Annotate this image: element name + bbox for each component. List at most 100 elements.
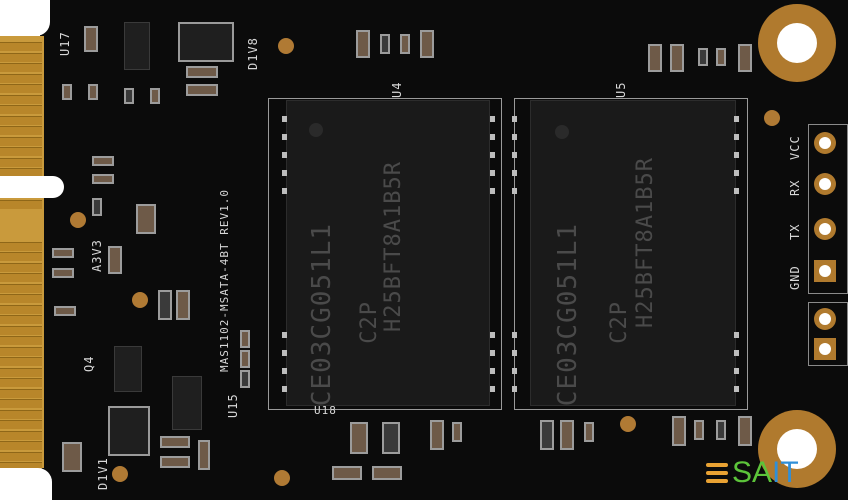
mounting-hole-bottom [758, 410, 836, 488]
smd-component [62, 84, 72, 100]
smd-component [92, 156, 114, 166]
smd-component [240, 350, 250, 368]
smd-component [452, 422, 462, 442]
label-u18: U18 [314, 404, 337, 417]
via [764, 110, 780, 126]
label-u4: U4 [390, 81, 404, 98]
connector-finger [0, 441, 42, 450]
label-d1v1: D1V1 [96, 457, 110, 490]
connector-finger [0, 451, 42, 461]
smd-component [356, 30, 370, 58]
label-rx: RX [788, 179, 802, 196]
smd-component [380, 34, 390, 54]
smd-component [198, 440, 210, 470]
connector-finger [0, 315, 42, 324]
pad-tx [814, 218, 836, 240]
chip-pin [734, 350, 739, 356]
chip-pin [512, 368, 517, 374]
nand-chip-u5: H25BFT8A1B5R C2P CE03CG051L1 [530, 100, 736, 406]
chip-pin [282, 152, 287, 158]
connector-finger [0, 409, 42, 419]
ic-q4-transistor [114, 346, 142, 392]
smd-component [52, 248, 74, 258]
chip-pin [490, 152, 495, 158]
chip-pin [490, 350, 495, 356]
smd-component [648, 44, 662, 72]
smd-component [124, 88, 134, 104]
connector-finger [0, 262, 42, 272]
connector-finger [0, 168, 42, 177]
connector-finger [0, 430, 42, 440]
pin1-marker [555, 125, 569, 139]
label-q4: Q4 [82, 355, 96, 372]
via [620, 416, 636, 432]
connector-finger [0, 388, 42, 398]
chip-pin [512, 116, 517, 122]
label-u15: U15 [226, 393, 240, 418]
smd-component [716, 420, 726, 440]
smd-component [332, 466, 362, 480]
smd-component [240, 330, 250, 348]
chip-pin [734, 386, 739, 392]
chip-pin [734, 170, 739, 176]
smd-component [698, 48, 708, 66]
chip-pin [282, 368, 287, 374]
chip-pin [282, 188, 287, 194]
chip-pin [512, 170, 517, 176]
chip-pin [734, 152, 739, 158]
connector-finger [0, 42, 42, 51]
chip-pin [282, 134, 287, 140]
chip-pin [490, 188, 495, 194]
smd-component [420, 30, 434, 58]
pad-gnd [814, 260, 836, 282]
chip-pin [512, 152, 517, 158]
connector-finger [0, 136, 42, 146]
via [274, 470, 290, 486]
chip-pin [282, 386, 287, 392]
connector-finger [0, 378, 42, 387]
smd-component [108, 246, 122, 274]
board-notch-bottom [0, 468, 52, 500]
smd-component [52, 268, 74, 278]
chip-code: C2P [357, 301, 382, 344]
chip-pin [512, 386, 517, 392]
smd-component [738, 44, 752, 72]
chip-pin [282, 332, 287, 338]
chip-pin [734, 188, 739, 194]
connector-finger [0, 346, 42, 356]
ic-u17-regulator [124, 22, 150, 70]
via [70, 212, 86, 228]
smd-component [186, 84, 218, 96]
board-notch-top [0, 0, 50, 36]
connector-finger [0, 94, 42, 104]
connector-finger [0, 252, 42, 261]
label-tx: TX [788, 223, 802, 240]
label-u17: U17 [58, 31, 72, 56]
chip-pin [490, 332, 495, 338]
smd-component [186, 66, 218, 78]
label-u5: U5 [614, 81, 628, 98]
chip-pin [734, 368, 739, 374]
chip-pin [490, 386, 495, 392]
smd-component [400, 34, 410, 54]
smd-component [160, 436, 190, 448]
smd-component [240, 370, 250, 388]
label-d1v8: D1V8 [246, 37, 260, 70]
ic-u15-regulator [172, 376, 202, 430]
connector-finger [0, 325, 42, 335]
inductor-bottom [108, 406, 150, 456]
smd-component [88, 84, 98, 100]
connector-finger [0, 367, 42, 377]
chip-pin [490, 116, 495, 122]
chip-pin [490, 368, 495, 374]
inductor-top [178, 22, 234, 62]
chip-pin [490, 170, 495, 176]
connector-finger [0, 294, 42, 303]
smd-component [54, 306, 76, 316]
chip-pin [512, 350, 517, 356]
connector-finger [0, 399, 42, 408]
connector-finger [0, 52, 42, 62]
connector-key-notch [0, 176, 64, 198]
smd-component [158, 290, 172, 320]
